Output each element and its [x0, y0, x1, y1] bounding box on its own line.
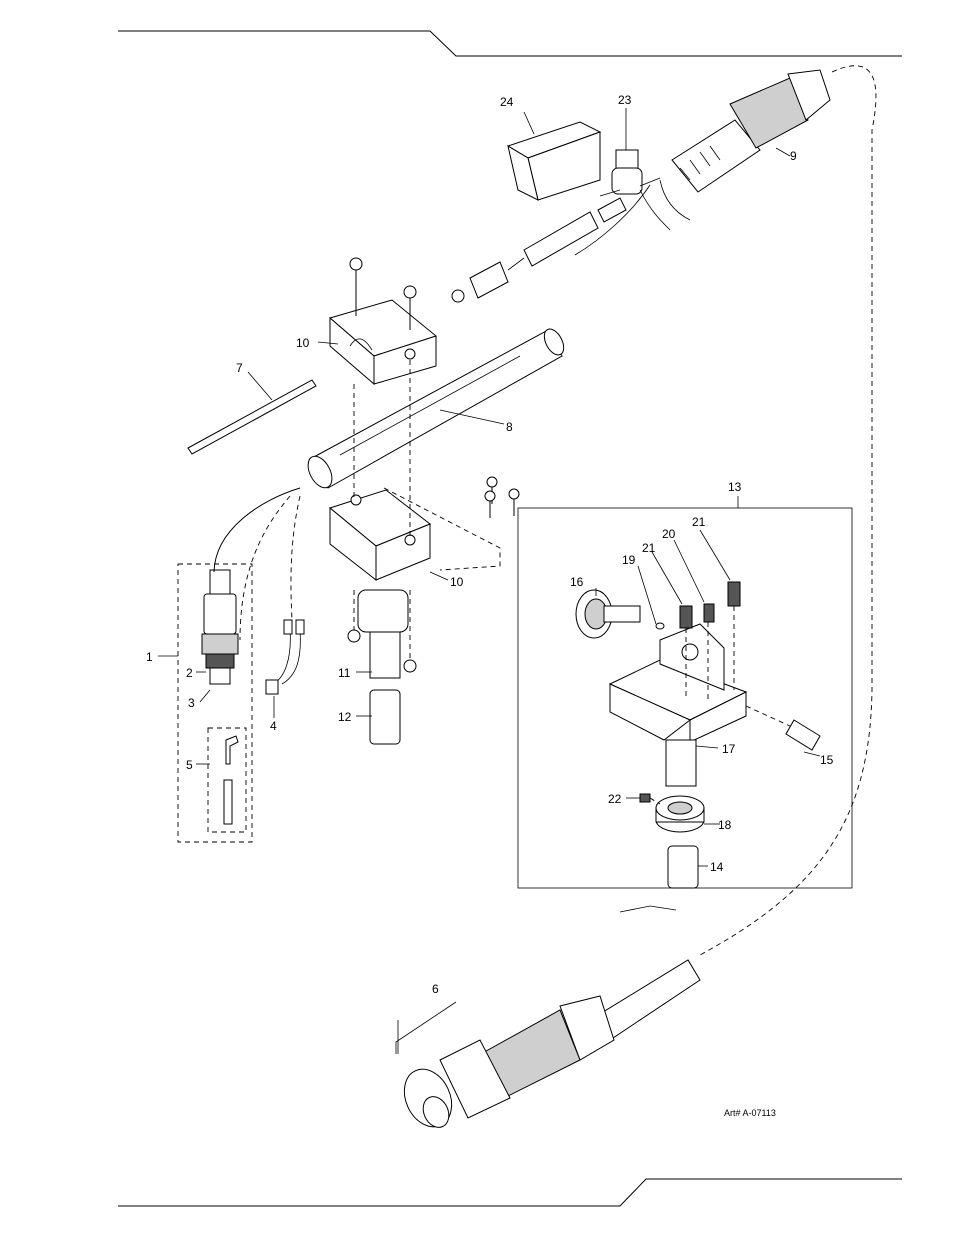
footer-rule [118, 1179, 902, 1206]
callout-5: 5 [186, 758, 193, 772]
callout-8: 8 [506, 420, 513, 434]
upper-mounting-block [330, 258, 436, 384]
torch-lead-dashed-2 [291, 496, 300, 620]
torch-lead-dashed [240, 496, 290, 640]
pin-part [746, 706, 820, 750]
callout-4: 4 [270, 719, 277, 733]
sleeve-part [370, 690, 400, 744]
tool-parts [224, 736, 238, 824]
callout-12: 12 [338, 710, 352, 724]
callout-10-lower: 10 [450, 575, 464, 589]
callout-1: 1 [146, 650, 153, 664]
switch-lead-part [266, 620, 304, 694]
callout-3: 3 [188, 696, 195, 710]
callout-13: 13 [728, 480, 742, 494]
callout-21-left: 21 [642, 541, 656, 555]
callout-7: 7 [236, 361, 243, 375]
callout-10-upper: 10 [296, 336, 310, 350]
rod-part [188, 380, 316, 454]
callout-labels: 1 2 3 4 5 6 7 8 9 10 10 11 12 13 14 15 1… [146, 93, 834, 996]
callout-16: 16 [570, 575, 584, 589]
callout-20: 20 [662, 527, 676, 541]
callout-2: 2 [186, 666, 193, 680]
cover-part [508, 122, 600, 200]
callout-14: 14 [710, 860, 724, 874]
mounting-shaft-part [348, 590, 416, 678]
callout-22: 22 [608, 792, 622, 806]
callout-24: 24 [500, 95, 514, 109]
clamp-sleeve-part [668, 846, 698, 888]
cable-connector-part [395, 960, 700, 1134]
screws-group [485, 477, 519, 518]
torch-lead [214, 488, 300, 572]
cable-break-line [620, 906, 676, 912]
clamp-body-part [610, 624, 746, 786]
callout-19: 19 [622, 553, 636, 567]
leader-lines [158, 108, 820, 866]
collar-screw-part [640, 794, 660, 804]
header-rule [118, 31, 902, 56]
callout-9: 9 [790, 149, 797, 163]
callout-11: 11 [338, 666, 351, 680]
callout-15: 15 [820, 753, 834, 767]
valve-part [600, 150, 660, 196]
callout-23: 23 [618, 93, 632, 107]
torch-head-part [202, 570, 238, 684]
knob-part [576, 590, 640, 638]
callout-6: 6 [432, 982, 439, 996]
art-number: Art# A-07113 [724, 1108, 776, 1118]
handle-part [672, 70, 830, 192]
callout-21-right: 21 [692, 515, 706, 529]
gas-hose-part [452, 198, 626, 302]
callout-17: 17 [722, 742, 736, 756]
lower-mounting-block [330, 490, 430, 580]
callout-18: 18 [718, 818, 732, 832]
collar-part [656, 796, 704, 832]
